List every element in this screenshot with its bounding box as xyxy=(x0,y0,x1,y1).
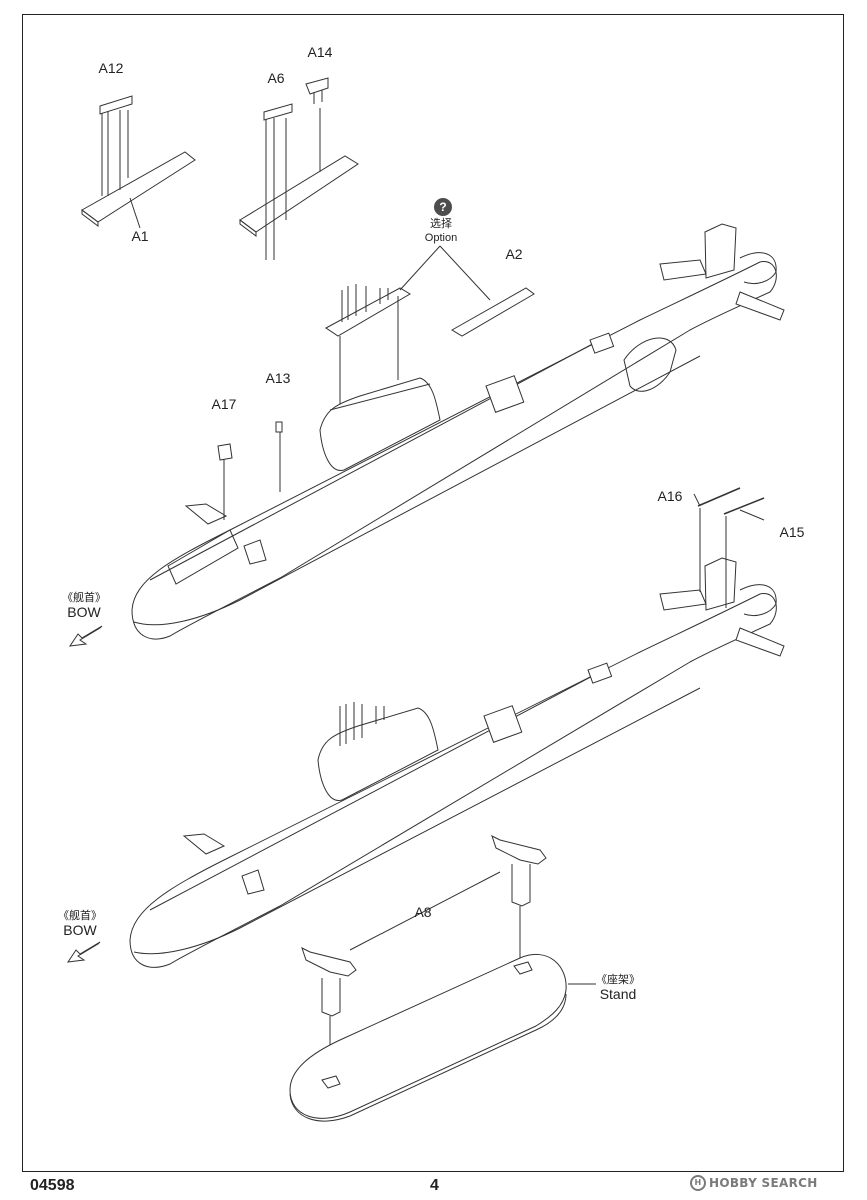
stand-parts-a8 xyxy=(301,835,547,1076)
option-parts xyxy=(325,245,535,410)
bow-bottom-label-en: BOW xyxy=(63,922,97,938)
stand-label-cn: 《座架》 xyxy=(596,974,640,986)
label-a17: A17 xyxy=(211,396,237,412)
part-a1-sail-top-with-a12 xyxy=(81,95,196,229)
label-a8: A8 xyxy=(414,904,432,920)
label-a2: A2 xyxy=(505,246,523,262)
question-mark-icon: ? xyxy=(434,198,452,216)
page-number: 4 xyxy=(430,1177,439,1194)
label-a13: A13 xyxy=(265,370,291,386)
part-a6-sail-top-with-a14 xyxy=(239,77,359,260)
label-a12: A12 xyxy=(98,60,124,76)
watermark-text: HOBBY SEARCH xyxy=(709,1176,818,1190)
bow-arrow-bottom xyxy=(66,941,101,963)
label-a1: A1 xyxy=(131,228,149,244)
option-label-cn: 选择 xyxy=(430,218,452,230)
stand-base xyxy=(289,953,596,1122)
option-label-en: Option xyxy=(424,232,458,244)
bow-bottom-label-cn: 《舰首》 xyxy=(58,910,102,922)
a16-a15-parts xyxy=(693,487,765,608)
stand-label-en: Stand xyxy=(599,986,637,1002)
bow-arrow-top xyxy=(68,625,103,647)
submarine-bottom xyxy=(129,557,785,968)
product-code: 04598 xyxy=(30,1177,75,1194)
bow-top-label-en: BOW xyxy=(67,604,101,620)
bow-top-label-cn: 《舰首》 xyxy=(62,592,106,604)
label-a14: A14 xyxy=(307,44,333,60)
hobby-logo-icon: H xyxy=(690,1175,706,1191)
label-a6: A6 xyxy=(267,70,285,86)
submarine-top xyxy=(131,223,785,640)
small-parts-a17-a13 xyxy=(217,421,283,461)
hobby-search-watermark: H HOBBY SEARCH xyxy=(690,1172,818,1194)
label-a16: A16 xyxy=(657,488,683,504)
page-frame xyxy=(22,14,844,1172)
label-a15: A15 xyxy=(779,524,805,540)
